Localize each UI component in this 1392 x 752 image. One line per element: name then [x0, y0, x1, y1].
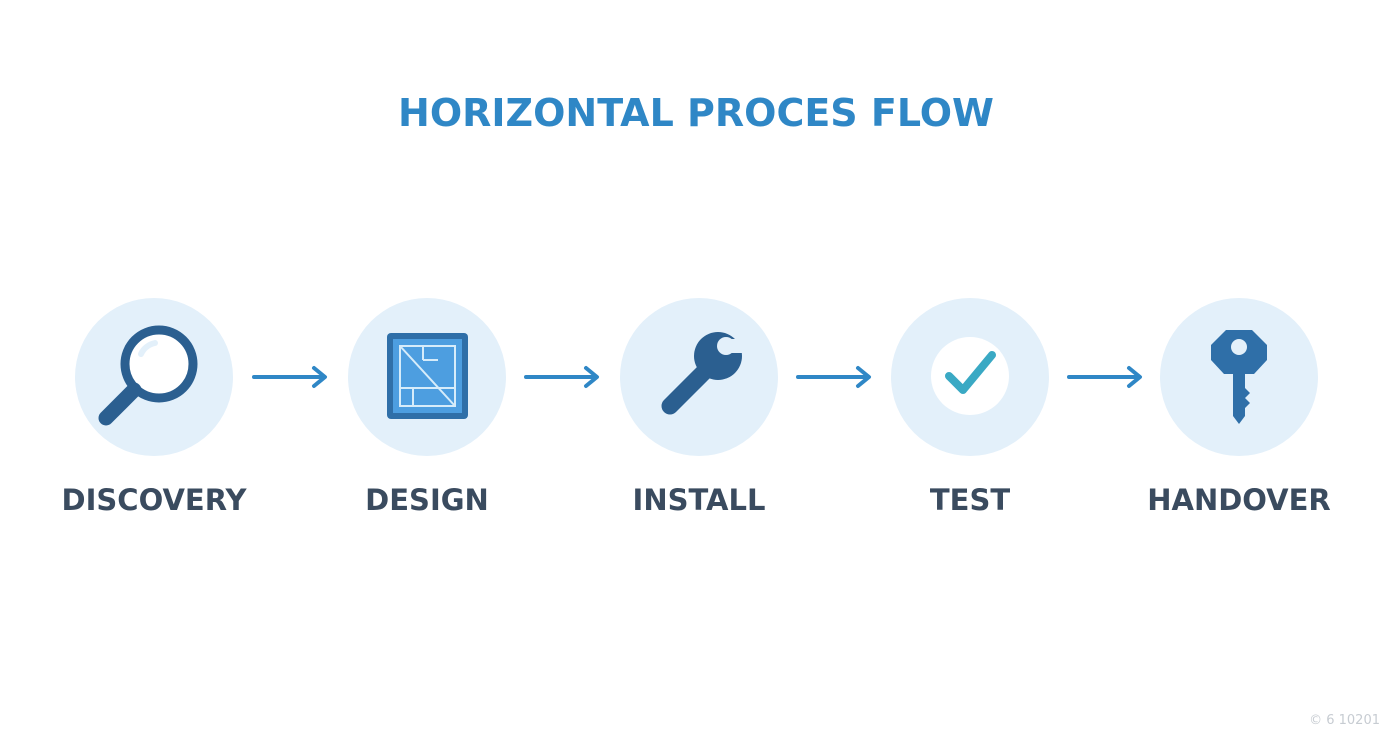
- step-discovery-circle: [75, 298, 233, 456]
- step-handover-circle: [1160, 298, 1318, 456]
- step-design-circle: [348, 298, 506, 456]
- wrench-icon: [661, 332, 748, 415]
- diagram-title: HORIZONTAL PROCES FLOW: [398, 91, 994, 135]
- arrow-right-icon: [796, 366, 871, 388]
- checkmark-icon: [931, 337, 1009, 415]
- arrow-right-icon: [252, 366, 327, 388]
- step-label-handover: HANDOVER: [1147, 483, 1331, 517]
- key-icon: [1211, 330, 1267, 424]
- step-test-circle: [891, 298, 1049, 456]
- step-install-circle: [620, 298, 778, 456]
- watermark-text: © 6 10201: [1309, 713, 1380, 728]
- step-label-test: TEST: [929, 483, 1011, 517]
- step-label-discovery: DISCOVERY: [61, 483, 247, 517]
- step-label-design: DESIGN: [365, 483, 489, 517]
- blueprint-icon: [387, 333, 468, 419]
- step-label-install: INSTALL: [632, 483, 766, 517]
- magnifying-glass-icon: [98, 325, 198, 426]
- arrow-right-icon: [1067, 366, 1142, 388]
- arrow-right-icon: [524, 366, 599, 388]
